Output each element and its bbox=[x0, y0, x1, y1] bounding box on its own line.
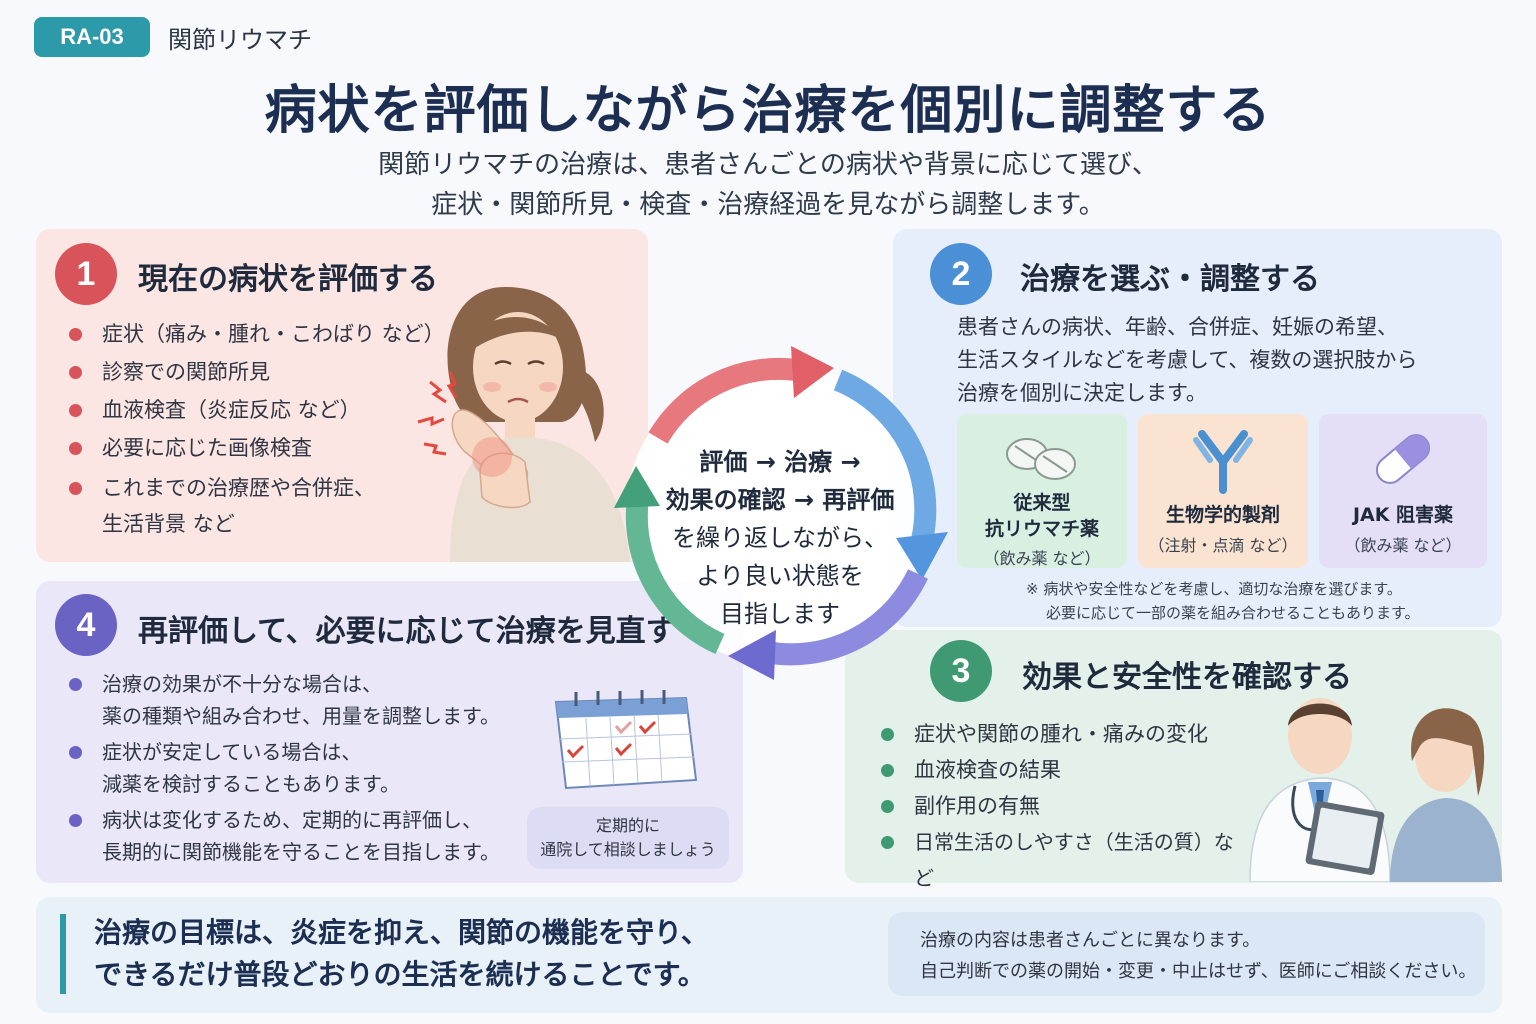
list-item: 症状が安定している場合は、 bbox=[68, 736, 538, 768]
step2-desc-line: 治療を個別に決定します。 bbox=[957, 381, 1207, 405]
footer-note-line: 自己判断での薬の開始・変更・中止はせず、医師にご相談ください。 bbox=[920, 961, 1477, 982]
step4-title: 再評価して、必要に応じて治療を見直す bbox=[138, 614, 676, 649]
footer-accent-bar bbox=[60, 914, 66, 994]
step3-list: 症状や関節の腫れ・痛みの変化 血液検査の結果 副作用の有無 日常生活のしやすさ（… bbox=[880, 716, 1250, 896]
list-item-continuation: 薬の種類や組み合わせ、用量を調整します。 bbox=[102, 704, 500, 728]
doctor-consultation-illustration bbox=[1249, 698, 1502, 882]
drug-card-title: 生物学的製剤 bbox=[1165, 504, 1280, 526]
step2-desc-line: 患者さんの病状、年齢、合併症、妊娠の希望、 bbox=[957, 315, 1398, 339]
treatment-goal-line: 治療の目標は、炎症を抑え、関節の機能を守り、 bbox=[94, 916, 709, 949]
list-item: 副作用の有無 bbox=[880, 788, 1250, 824]
calendar-icon bbox=[554, 690, 698, 790]
drug-card-sub: （注射・点滴 など） bbox=[1148, 536, 1298, 555]
step2-title: 治療を選ぶ・調整する bbox=[1020, 262, 1320, 297]
step2-description: 患者さんの病状、年齢、合併症、妊娠の希望、 生活スタイルなどを考慮して、複数の選… bbox=[957, 311, 1417, 410]
step2-desc-line: 生活スタイルなどを考慮して、複数の選択肢から bbox=[957, 348, 1418, 372]
list-item: 日常生活のしやすさ（生活の質）など bbox=[880, 824, 1250, 896]
step1-title: 現在の病状を評価する bbox=[138, 262, 438, 297]
reminder-line: 定期的に bbox=[595, 816, 660, 835]
capsule-icon bbox=[1375, 434, 1431, 484]
cycle-line: 効果の確認 → 再評価 bbox=[665, 486, 895, 514]
drug-card-title: 抗リウマチ薬 bbox=[984, 518, 1099, 540]
step1-number-badge: 1 bbox=[55, 243, 117, 305]
reminder-bubble: 定期的に 通院して相談しましょう bbox=[527, 807, 729, 869]
cycle-line: を繰り返しながら、 bbox=[672, 524, 888, 552]
cycle-center-text: 評価 → 治療 → 効果の確認 → 再評価 を繰り返しながら、 より良い状態を … bbox=[640, 443, 920, 633]
list-item-continuation: 生活背景 など bbox=[102, 512, 235, 536]
arrow-head-purple bbox=[728, 630, 776, 680]
page-title: 病状を評価しながら治療を個別に調整する bbox=[264, 81, 1272, 141]
list-item: 必要に応じた画像検査 bbox=[68, 430, 468, 466]
drug-card-biologic: 生物学的製剤 （注射・点滴 など） bbox=[1138, 414, 1308, 568]
list-item: 症状や関節の腫れ・痛みの変化 bbox=[880, 716, 1250, 752]
list-item-continuation: 長期的に関節機能を守ることを目指します。 bbox=[102, 840, 500, 864]
treatment-goal: 治療の目標は、炎症を抑え、関節の機能を守り、 できるだけ普段どおりの生活を続ける… bbox=[94, 912, 709, 996]
arrow-head-red bbox=[791, 346, 834, 398]
cycle-line: 評価 → 治療 → bbox=[699, 448, 861, 476]
step4-number-badge: 4 bbox=[55, 594, 117, 656]
reminder-line: 通院して相談しましょう bbox=[540, 840, 716, 859]
list-item: 治療の効果が不十分な場合は、 bbox=[68, 668, 538, 700]
footer-note: 治療の内容は患者さんごとに異なります。 自己判断での薬の開始・変更・中止はせず、… bbox=[920, 925, 1476, 987]
list-item-continuation: 減薬を検討することもあります。 bbox=[102, 772, 400, 796]
list-item: 血液検査の結果 bbox=[880, 752, 1250, 788]
treatment-goal-line: できるだけ普段どおりの生活を続けることです。 bbox=[94, 958, 706, 991]
drug-card-title: 従来型 bbox=[1013, 492, 1071, 514]
subtitle-line-1: 関節リウマチの治療は、患者さんごとの病状や背景に応じて選び、 bbox=[378, 150, 1158, 180]
footer-note-box bbox=[888, 912, 1485, 996]
subtitle-line-2: 症状・関節所見・検査・治療経過を見ながら調整します。 bbox=[431, 190, 1105, 220]
list-item: 診察での関節所見 bbox=[68, 354, 468, 390]
arrow-head-blue bbox=[896, 532, 948, 580]
cycle-line: 目指します bbox=[720, 600, 840, 628]
list-item: 病状は変化するため、定期的に再評価し、 bbox=[68, 804, 538, 836]
drug-card-sub: （飲み薬 など） bbox=[983, 549, 1101, 568]
step2-note-2: 必要に応じて一部の薬を組み合わせることもあります。 bbox=[1046, 604, 1420, 622]
treatment-cycle-diagram bbox=[614, 346, 948, 680]
tablet-pills-icon bbox=[1006, 438, 1076, 480]
step1-list: 症状（痛み・腫れ・こわばり など） 診察での関節所見 血液検査（炎症反応 など）… bbox=[68, 316, 468, 542]
drug-card-sub: （飲み薬 など） bbox=[1344, 536, 1462, 555]
patient-hand-pain-illustration bbox=[417, 287, 630, 562]
drug-card-title: JAK 阻害薬 bbox=[1352, 504, 1454, 526]
step2-note-1: ※ 病状や安全性などを考慮し、適切な治療を選びます。 bbox=[1026, 580, 1402, 598]
cycle-line: より良い状態を bbox=[696, 562, 864, 590]
step3-title: 効果と安全性を確認する bbox=[1022, 660, 1352, 695]
category-tag: RA-03 bbox=[34, 17, 150, 57]
category-label: 関節リウマチ bbox=[168, 26, 312, 54]
step4-list: 治療の効果が不十分な場合は、 薬の種類や組み合わせ、用量を調整します。 症状が安… bbox=[68, 668, 538, 868]
list-item: 血液検査（炎症反応 など） bbox=[68, 392, 468, 428]
list-item: 症状（痛み・腫れ・こわばり など） bbox=[68, 316, 468, 352]
antibody-icon bbox=[1193, 430, 1253, 494]
list-item: これまでの治療歴や合併症、 bbox=[68, 470, 468, 506]
step3-number-badge: 3 bbox=[930, 640, 992, 702]
arrow-head-green bbox=[614, 466, 660, 508]
footer-note-line: 治療の内容は患者さんごとに異なります。 bbox=[920, 930, 1261, 951]
step2-number-badge: 2 bbox=[930, 243, 992, 305]
drug-card-conventional: 従来型 抗リウマチ薬 （飲み薬 など） bbox=[957, 414, 1127, 568]
drug-card-jak: JAK 阻害薬 （飲み薬 など） bbox=[1319, 414, 1487, 568]
